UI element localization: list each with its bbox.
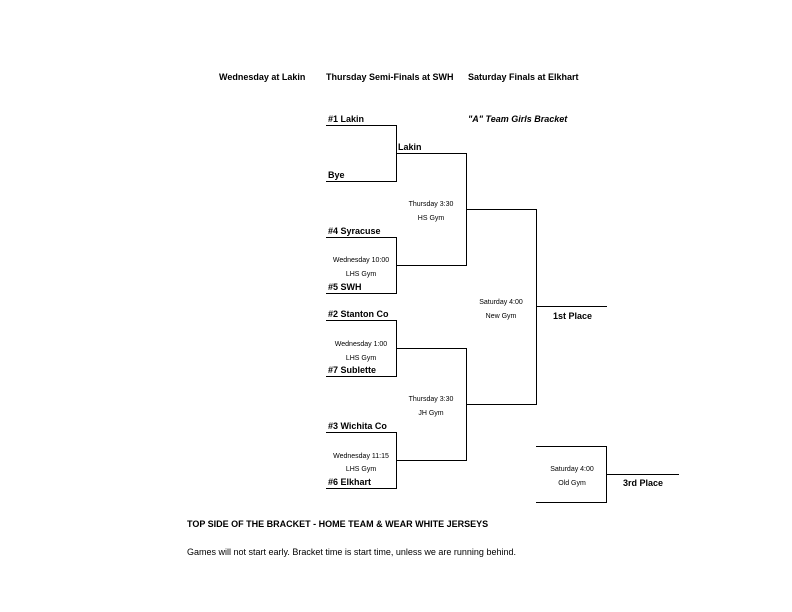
header-saturday: Saturday Finals at Elkhart xyxy=(468,72,579,82)
bracket-title: "A" Team Girls Bracket xyxy=(468,114,568,124)
game-36-time: Wednesday 11:15 xyxy=(333,453,389,460)
team-advance-lakin: Lakin xyxy=(398,142,422,152)
line-seed2 xyxy=(326,320,397,321)
line-third-bottom xyxy=(536,502,607,503)
team-seed5: #5 SWH xyxy=(328,282,362,292)
header-wednesday: Wednesday at Lakin xyxy=(219,72,306,82)
home-team-note: TOP SIDE OF THE BRACKET - HOME TEAM & WE… xyxy=(187,519,489,529)
line-final-connector xyxy=(536,209,537,405)
line-seed6 xyxy=(326,488,397,489)
line-advance-lakin xyxy=(396,153,467,154)
semi-bottom-time: Thursday 3:30 xyxy=(408,396,454,403)
team-bye: Bye xyxy=(328,170,345,180)
line-seed7 xyxy=(326,376,397,377)
game-45-time: Wednesday 10:00 xyxy=(332,257,390,264)
line-seed3 xyxy=(326,432,397,433)
line-champion xyxy=(536,306,607,307)
line-advance-match2 xyxy=(396,265,467,266)
line-third-winner xyxy=(606,474,679,475)
start-time-note: Games will not start early. Bracket time… xyxy=(187,547,516,557)
final-site: New Gym xyxy=(485,313,517,320)
line-bye xyxy=(326,181,397,182)
line-seed1 xyxy=(326,125,397,126)
header-thursday: Thursday Semi-Finals at SWH xyxy=(326,72,454,82)
line-third-top xyxy=(536,446,607,447)
game-27-time: Wednesday 1:00 xyxy=(334,341,388,348)
third-site: Old Gym xyxy=(558,480,586,487)
team-seed3: #3 Wichita Co xyxy=(328,421,387,431)
team-seed6: #6 Elkhart xyxy=(328,477,372,487)
line-advance-match4 xyxy=(396,460,467,461)
semi-bottom-site: JH Gym xyxy=(418,410,444,417)
game-36-site: LHS Gym xyxy=(345,466,377,473)
line-finalist-bottom xyxy=(466,404,537,405)
line-seed5 xyxy=(326,293,397,294)
team-seed1: #1 Lakin xyxy=(328,114,365,124)
team-seed2: #2 Stanton Co xyxy=(328,309,389,319)
semi-top-site: HS Gym xyxy=(417,215,445,222)
game-45-site: LHS Gym xyxy=(345,271,377,278)
line-advance-match3 xyxy=(396,348,467,349)
third-time: Saturday 4:00 xyxy=(550,466,594,473)
first-place-label: 1st Place xyxy=(553,311,593,321)
third-place-label: 3rd Place xyxy=(623,478,664,488)
team-seed7: #7 Sublette xyxy=(328,365,377,375)
line-finalist-top xyxy=(466,209,537,210)
semi-top-time: Thursday 3:30 xyxy=(408,201,454,208)
final-time: Saturday 4:00 xyxy=(479,299,523,306)
game-27-site: LHS Gym xyxy=(345,355,377,362)
line-seed4 xyxy=(326,237,397,238)
team-seed4: #4 Syracuse xyxy=(328,226,381,236)
